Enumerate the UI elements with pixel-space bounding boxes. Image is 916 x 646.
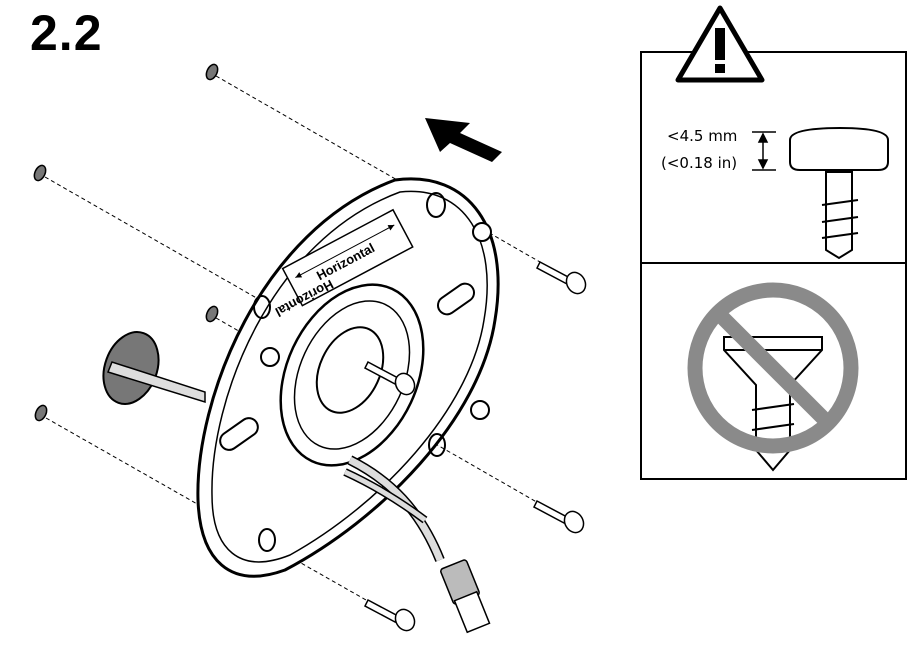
network-cable [343, 455, 491, 634]
spec-mm: <4.5 mm [667, 127, 737, 145]
wall-hole [33, 164, 47, 182]
warning-triangle-icon [675, 5, 765, 83]
screw [536, 260, 587, 295]
screws [364, 260, 587, 632]
mounting-plate: Horizontal Horizontal [196, 177, 500, 578]
rj45-connector [440, 559, 491, 634]
wall-holes [33, 63, 219, 422]
screw [533, 499, 585, 534]
prohibited-icon [687, 282, 859, 472]
wall-hole [205, 63, 219, 81]
step-number: 2.2 [30, 5, 103, 61]
wall-hole [34, 404, 48, 422]
screw [364, 360, 416, 396]
screw-spec-panel: <4.5 mm (<0.18 in) [640, 5, 907, 480]
acceptable-screw [789, 126, 889, 260]
wall-hole [205, 305, 219, 323]
screw [364, 598, 416, 632]
spec-in: (<0.18 in) [661, 154, 737, 172]
arrow-up-left-icon [425, 118, 502, 162]
cable-hole [102, 331, 206, 405]
